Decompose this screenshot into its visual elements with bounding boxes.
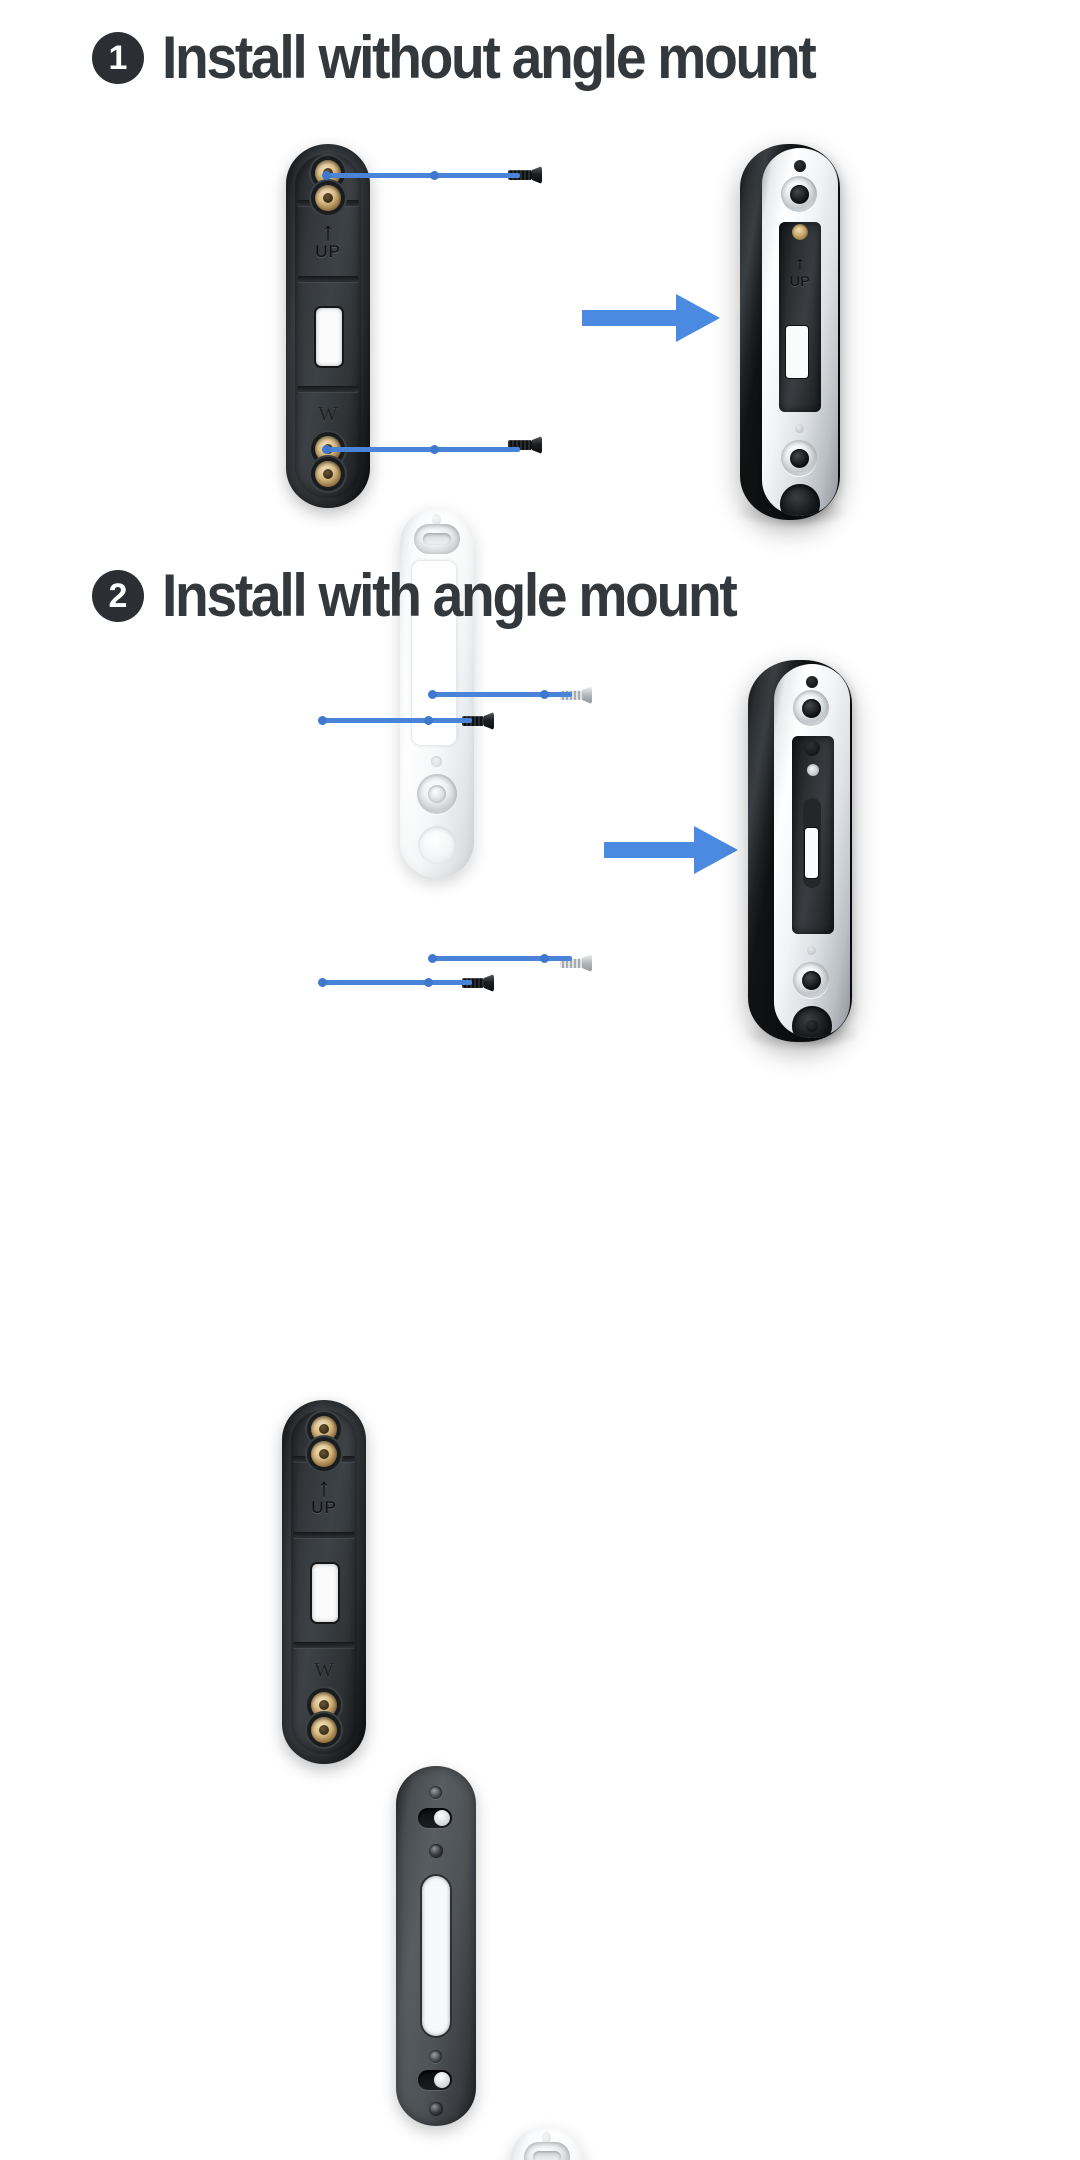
bracket2-screw-hole-bottom-b xyxy=(311,1717,337,1743)
section-1-faceplate xyxy=(400,508,474,878)
section-1-connector-dot-top-mid xyxy=(430,171,439,180)
bracket2-screw-hole-top-a xyxy=(311,1416,337,1442)
assembly-up-marking-1: ↑ UP xyxy=(779,254,821,288)
section-1-connector-dot-bottom-left xyxy=(322,445,331,454)
section-1-connector-line-top xyxy=(326,173,520,178)
angle-mount-dot-top xyxy=(429,1844,443,1858)
faceplate-mic-hole xyxy=(431,756,442,767)
bracket2-screw-hole-bottom-a xyxy=(311,1692,337,1718)
angle-mount-dot-bottom xyxy=(429,2102,443,2116)
assembly-top-vent-1 xyxy=(794,160,806,172)
section-2-connector-line-bottom-upper xyxy=(432,956,572,961)
angle-mount-keyhole-bottom xyxy=(418,2070,452,2090)
angle-mount-pilot-hole-bottom xyxy=(429,2050,442,2063)
faceplate-screw-slot-top xyxy=(414,524,460,554)
assembly-inner-dot-2 xyxy=(804,740,820,756)
bracket-wire-marking: W xyxy=(318,402,338,426)
section-2-connector-line-top-upper xyxy=(432,692,572,697)
step-number-badge-2: 2 xyxy=(92,570,144,622)
assembly-up-label-1: UP xyxy=(789,273,811,289)
section-2-connector-dot-bottom-lower-b xyxy=(424,978,433,987)
section-1-screw-bottom xyxy=(508,436,542,454)
section-2-connector-dot-top-lower-a xyxy=(318,716,327,725)
section-1-connector-dot-bottom-mid xyxy=(430,445,439,454)
section-2-connector-dot-bottom-lower-a xyxy=(318,978,327,987)
section-2-connector-dot-bottom-upper-a xyxy=(428,954,437,963)
section-2-connector-dot-top-lower-b xyxy=(424,716,433,725)
section-1-title: Install without angle mount xyxy=(162,24,817,91)
section-1-screw-top xyxy=(508,166,542,184)
section-2-black-screw-bottom xyxy=(462,974,494,992)
assembly-screw-top-1 xyxy=(781,176,817,212)
section-2-connector-dot-top-upper-b xyxy=(540,690,549,699)
faceplate-top-vent xyxy=(432,514,441,526)
bracket2-screw-hole-top-b xyxy=(311,1441,337,1467)
section-2-process-arrow xyxy=(604,826,738,874)
section-2-connector-line-bottom-lower xyxy=(322,980,472,985)
instruction-diagram-page: 1 Install without angle mount ↑ UP W xyxy=(92,27,871,2160)
section-1-mounting-bracket: ↑ UP W xyxy=(286,144,370,508)
bracket2-wire-marking: W xyxy=(314,1658,334,1682)
section-1-process-arrow xyxy=(582,294,720,342)
angle-mount-pilot-hole-top xyxy=(429,1786,442,1799)
section-2-heading: 2 Install with angle mount xyxy=(92,566,785,626)
up-label: UP xyxy=(315,242,341,261)
bracket-up-marking: ↑ UP xyxy=(286,216,370,262)
angle-mount-elongated-slot xyxy=(422,1876,450,2036)
section-2-angle-mount xyxy=(396,1766,476,2126)
bracket-window-cutout xyxy=(316,308,342,366)
bracket-screw-hole-bottom-b xyxy=(315,461,341,487)
assembly-mic-1 xyxy=(795,424,804,433)
section-2-silver-screw-bottom xyxy=(560,954,592,972)
section-2-connector-dot-top-upper-a xyxy=(428,690,437,699)
section-2-title: Install with angle mount xyxy=(162,562,738,629)
assembly-window-1 xyxy=(786,326,808,378)
assembly-up-arrow-icon-1: ↑ xyxy=(795,253,805,275)
section-1-assembled-unit: ↑ UP xyxy=(736,144,848,528)
assembly-screw-top-2 xyxy=(793,690,829,726)
section-2-black-screw-top xyxy=(462,712,494,730)
bracket-screw-hole-top-b xyxy=(315,185,341,211)
bracket2-up-marking: ↑ UP xyxy=(282,1472,366,1518)
assembly-screw-bottom-1 xyxy=(781,440,817,476)
assembly-screw-bottom-2 xyxy=(793,962,829,998)
assembly-mic-2 xyxy=(807,946,816,955)
step-number-badge-1: 1 xyxy=(92,32,144,84)
assembly-speaker-1 xyxy=(780,484,820,516)
angle-mount-keyhole-top xyxy=(418,1808,452,1828)
assembly-top-vent-2 xyxy=(806,676,818,688)
section-1-heading: 1 Install without angle mount xyxy=(92,28,871,88)
faceplate-display-window xyxy=(411,560,457,746)
section-2-faceplate xyxy=(510,2126,584,2160)
assembly-window-2 xyxy=(805,828,818,878)
section-1-connector-line-bottom xyxy=(326,447,520,452)
faceplate2-screw-slot-top xyxy=(524,2142,570,2160)
assembly-inner-smalldot-2 xyxy=(807,764,819,776)
section-2-mounting-bracket: ↑ UP W xyxy=(282,1400,366,1764)
up-arrow-icon: ↑ xyxy=(321,216,335,246)
section-2-connector-line-top-lower xyxy=(322,718,472,723)
faceplate-screw-hole-bottom xyxy=(417,774,457,814)
section-1-connector-dot-top-left xyxy=(322,171,331,180)
assembly-brass-insert-1 xyxy=(792,224,808,240)
up-arrow-icon-2: ↑ xyxy=(317,1472,331,1502)
up-label-2: UP xyxy=(311,1498,337,1517)
faceplate-speaker-hole xyxy=(418,826,456,864)
assembly-speaker-center-2 xyxy=(806,1020,818,1032)
bracket2-window-cutout xyxy=(312,1564,338,1622)
section-2-connector-dot-bottom-upper-b xyxy=(540,954,549,963)
section-2-assembled-unit xyxy=(744,660,860,1050)
